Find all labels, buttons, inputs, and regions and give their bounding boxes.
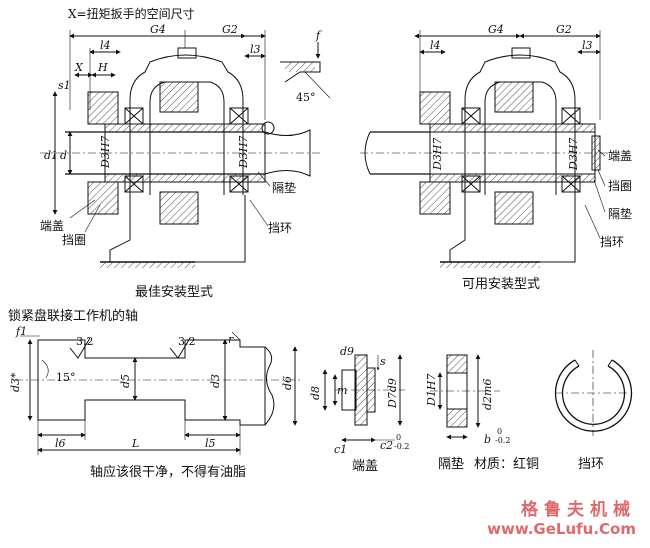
dim-r: r: [228, 333, 234, 346]
dim-l4: l4: [100, 39, 111, 52]
dim-d9: d9: [340, 345, 355, 358]
caption-end-cover: 端盖: [352, 459, 379, 474]
dim-G4-r: G4: [488, 23, 504, 36]
watermark: 格鲁夫机械 www.GeLufu.Com: [487, 495, 636, 538]
dim-G2-r: G2: [556, 23, 572, 36]
dim-l3: l3: [250, 43, 261, 56]
dim-X: X: [75, 61, 83, 74]
dim-D3H7-r-right: D3H7: [567, 137, 580, 170]
dim-d3: d3: [209, 373, 222, 388]
callout-duangai-r: 端盖: [608, 149, 633, 163]
work-shaft-detail: [15, 331, 300, 455]
shaft-title: 锁紧盘联接工作机的轴: [8, 309, 139, 324]
dim-s: s: [380, 355, 386, 368]
tol-c2-dn: -0.2: [394, 442, 410, 451]
callout-danghuan-r: 挡环: [600, 235, 625, 249]
callout-duangai: 端盖: [40, 219, 65, 233]
shaft-note: 轴应该很干净，不得有油脂: [90, 465, 247, 480]
dim-d1: d1: [44, 149, 59, 162]
callout-danghuan: 挡环: [268, 221, 293, 235]
spacer-detail: [430, 354, 500, 440]
callout-dangquan: 挡圈: [62, 233, 87, 247]
roughness-left: 3.2: [76, 335, 94, 348]
tol-b-dn: -0.2: [495, 436, 511, 445]
dim-m: m: [337, 384, 348, 397]
dim-L: L: [132, 437, 140, 450]
dim-G4: G4: [150, 23, 166, 36]
angle-15: 15°: [56, 371, 76, 384]
space-note: X=扭矩扳手的空间尺寸: [68, 7, 195, 21]
dim-l4-r: l4: [430, 39, 441, 52]
tol-b-up: 0: [497, 427, 503, 436]
dim-f: f: [316, 29, 321, 42]
caption-spacer: 隔垫: [438, 457, 465, 472]
dim-d8: d8: [309, 385, 322, 400]
dim-D3H7-r-left: D3H7: [431, 137, 444, 170]
dim-d5: d5: [119, 373, 132, 388]
dim-d: d: [60, 149, 68, 162]
dim-D7d9: D7d9: [386, 378, 399, 408]
alternative-install-assembly: [360, 30, 620, 268]
callout-dangquan-r: 挡圈: [608, 179, 633, 193]
dim-c1: c1: [334, 443, 348, 456]
callout-gedian-r: 隔垫: [608, 207, 633, 221]
watermark-url: www.GeLufu.Com: [487, 520, 636, 538]
end-cover-detail: [322, 354, 405, 443]
caption-alt: 可用安装型式: [462, 277, 541, 292]
angle-45: 45°: [296, 91, 316, 104]
caption-best: 最佳安装型式: [135, 285, 214, 300]
dim-D3H7-left: D3H7: [99, 135, 112, 168]
dim-G2: G2: [222, 23, 238, 36]
dim-l3-r: l3: [582, 39, 593, 52]
dim-b: b: [484, 433, 492, 446]
roughness-right: 3.2: [178, 335, 196, 348]
dim-d2m6: d2m6: [481, 378, 494, 410]
dim-D3H7-right: D3H7: [237, 135, 250, 168]
caption-ring: 挡环: [578, 457, 605, 472]
retaining-ring-detail: [554, 350, 633, 436]
dim-l6: l6: [55, 437, 66, 450]
dim-d6: d6: [281, 375, 294, 390]
tol-c2-up: 0: [396, 433, 402, 442]
spacer-material: 材质：红铜: [474, 457, 540, 472]
watermark-name: 格鲁夫机械: [521, 500, 636, 520]
best-install-assembly: [40, 30, 331, 268]
dim-d3star: d3*: [9, 372, 22, 392]
dim-c2: c2: [380, 439, 394, 452]
dim-f1: f1: [16, 325, 28, 338]
callout-gedian: 隔垫: [272, 181, 297, 195]
dim-l5: l5: [205, 437, 216, 450]
dim-D1H7: D1H7: [425, 373, 438, 406]
dim-H: H: [98, 61, 108, 74]
dim-s1: s1: [58, 79, 71, 92]
